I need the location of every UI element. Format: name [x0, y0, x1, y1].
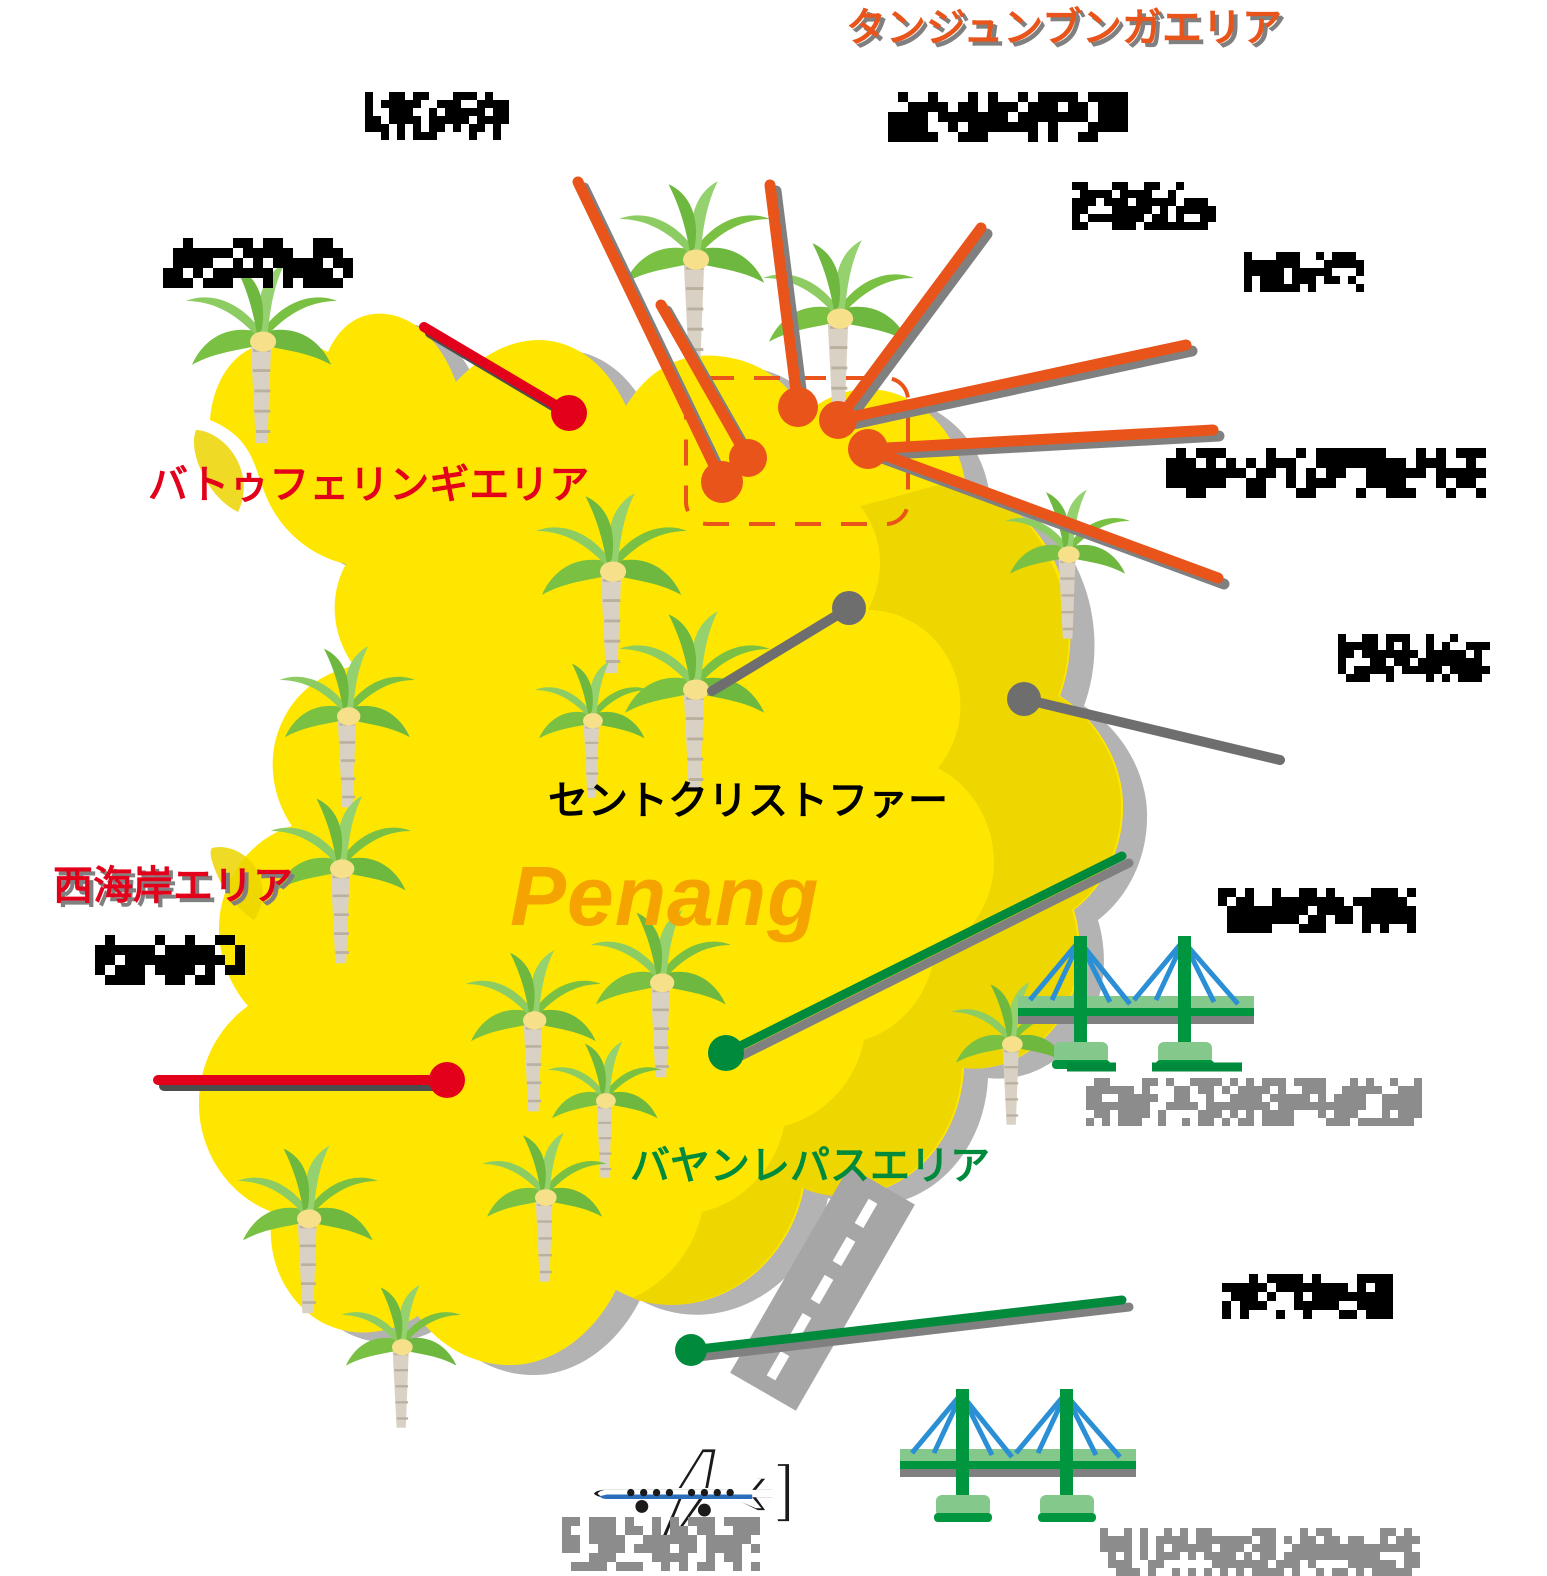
orange-leader-lines	[572, 176, 1230, 590]
redacted-label-right-2	[1244, 252, 1364, 292]
redacted-label-right-3	[1166, 448, 1486, 498]
cable-stayed-bridge-icon-south	[900, 1389, 1136, 1522]
redacted-label-top-center	[888, 92, 1128, 142]
redacted-label-west-sub	[95, 935, 245, 985]
redacted-label-top-left-1	[365, 92, 509, 140]
island-west-bulge-2	[210, 846, 263, 920]
island-shading	[632, 480, 1122, 1305]
red-leader-lines	[153, 322, 587, 1098]
redacted-label-right-1	[1072, 182, 1216, 230]
label-west-coast-area: 西海岸エリア	[53, 864, 293, 908]
island-west-bulge	[193, 430, 244, 512]
redacted-label-bridge-2	[1100, 1528, 1420, 1576]
gray-marker-dots	[832, 591, 1041, 716]
redacted-label-right-6	[1222, 1274, 1393, 1319]
label-island-name: Penang	[510, 849, 820, 943]
label-batu-ferringhi-area: バトゥフェリンギエリア	[148, 463, 590, 507]
green-marker-dots	[675, 1035, 744, 1366]
red-marker-dots	[429, 395, 587, 1098]
palm-tree-icon	[617, 179, 772, 363]
redacted-label-right-4	[1338, 634, 1490, 682]
redacted-label-bridge-1	[1086, 1078, 1422, 1126]
gray-leader-lines	[707, 591, 1285, 765]
georgetown-dashed-region	[684, 376, 910, 526]
label-bayan-lepas-area: バヤンレパスエリア	[630, 1144, 990, 1188]
green-leader-lines	[675, 851, 1134, 1366]
label-tanjung-bungah-area: タンジュンブンガエリア	[846, 6, 1282, 50]
redacted-label-left-upper	[163, 238, 353, 288]
orange-marker-dots	[701, 387, 888, 503]
label-center-area: セントクリストファー	[548, 779, 948, 823]
redacted-label-right-5	[1218, 888, 1416, 933]
redacted-label-airport	[562, 1517, 760, 1571]
